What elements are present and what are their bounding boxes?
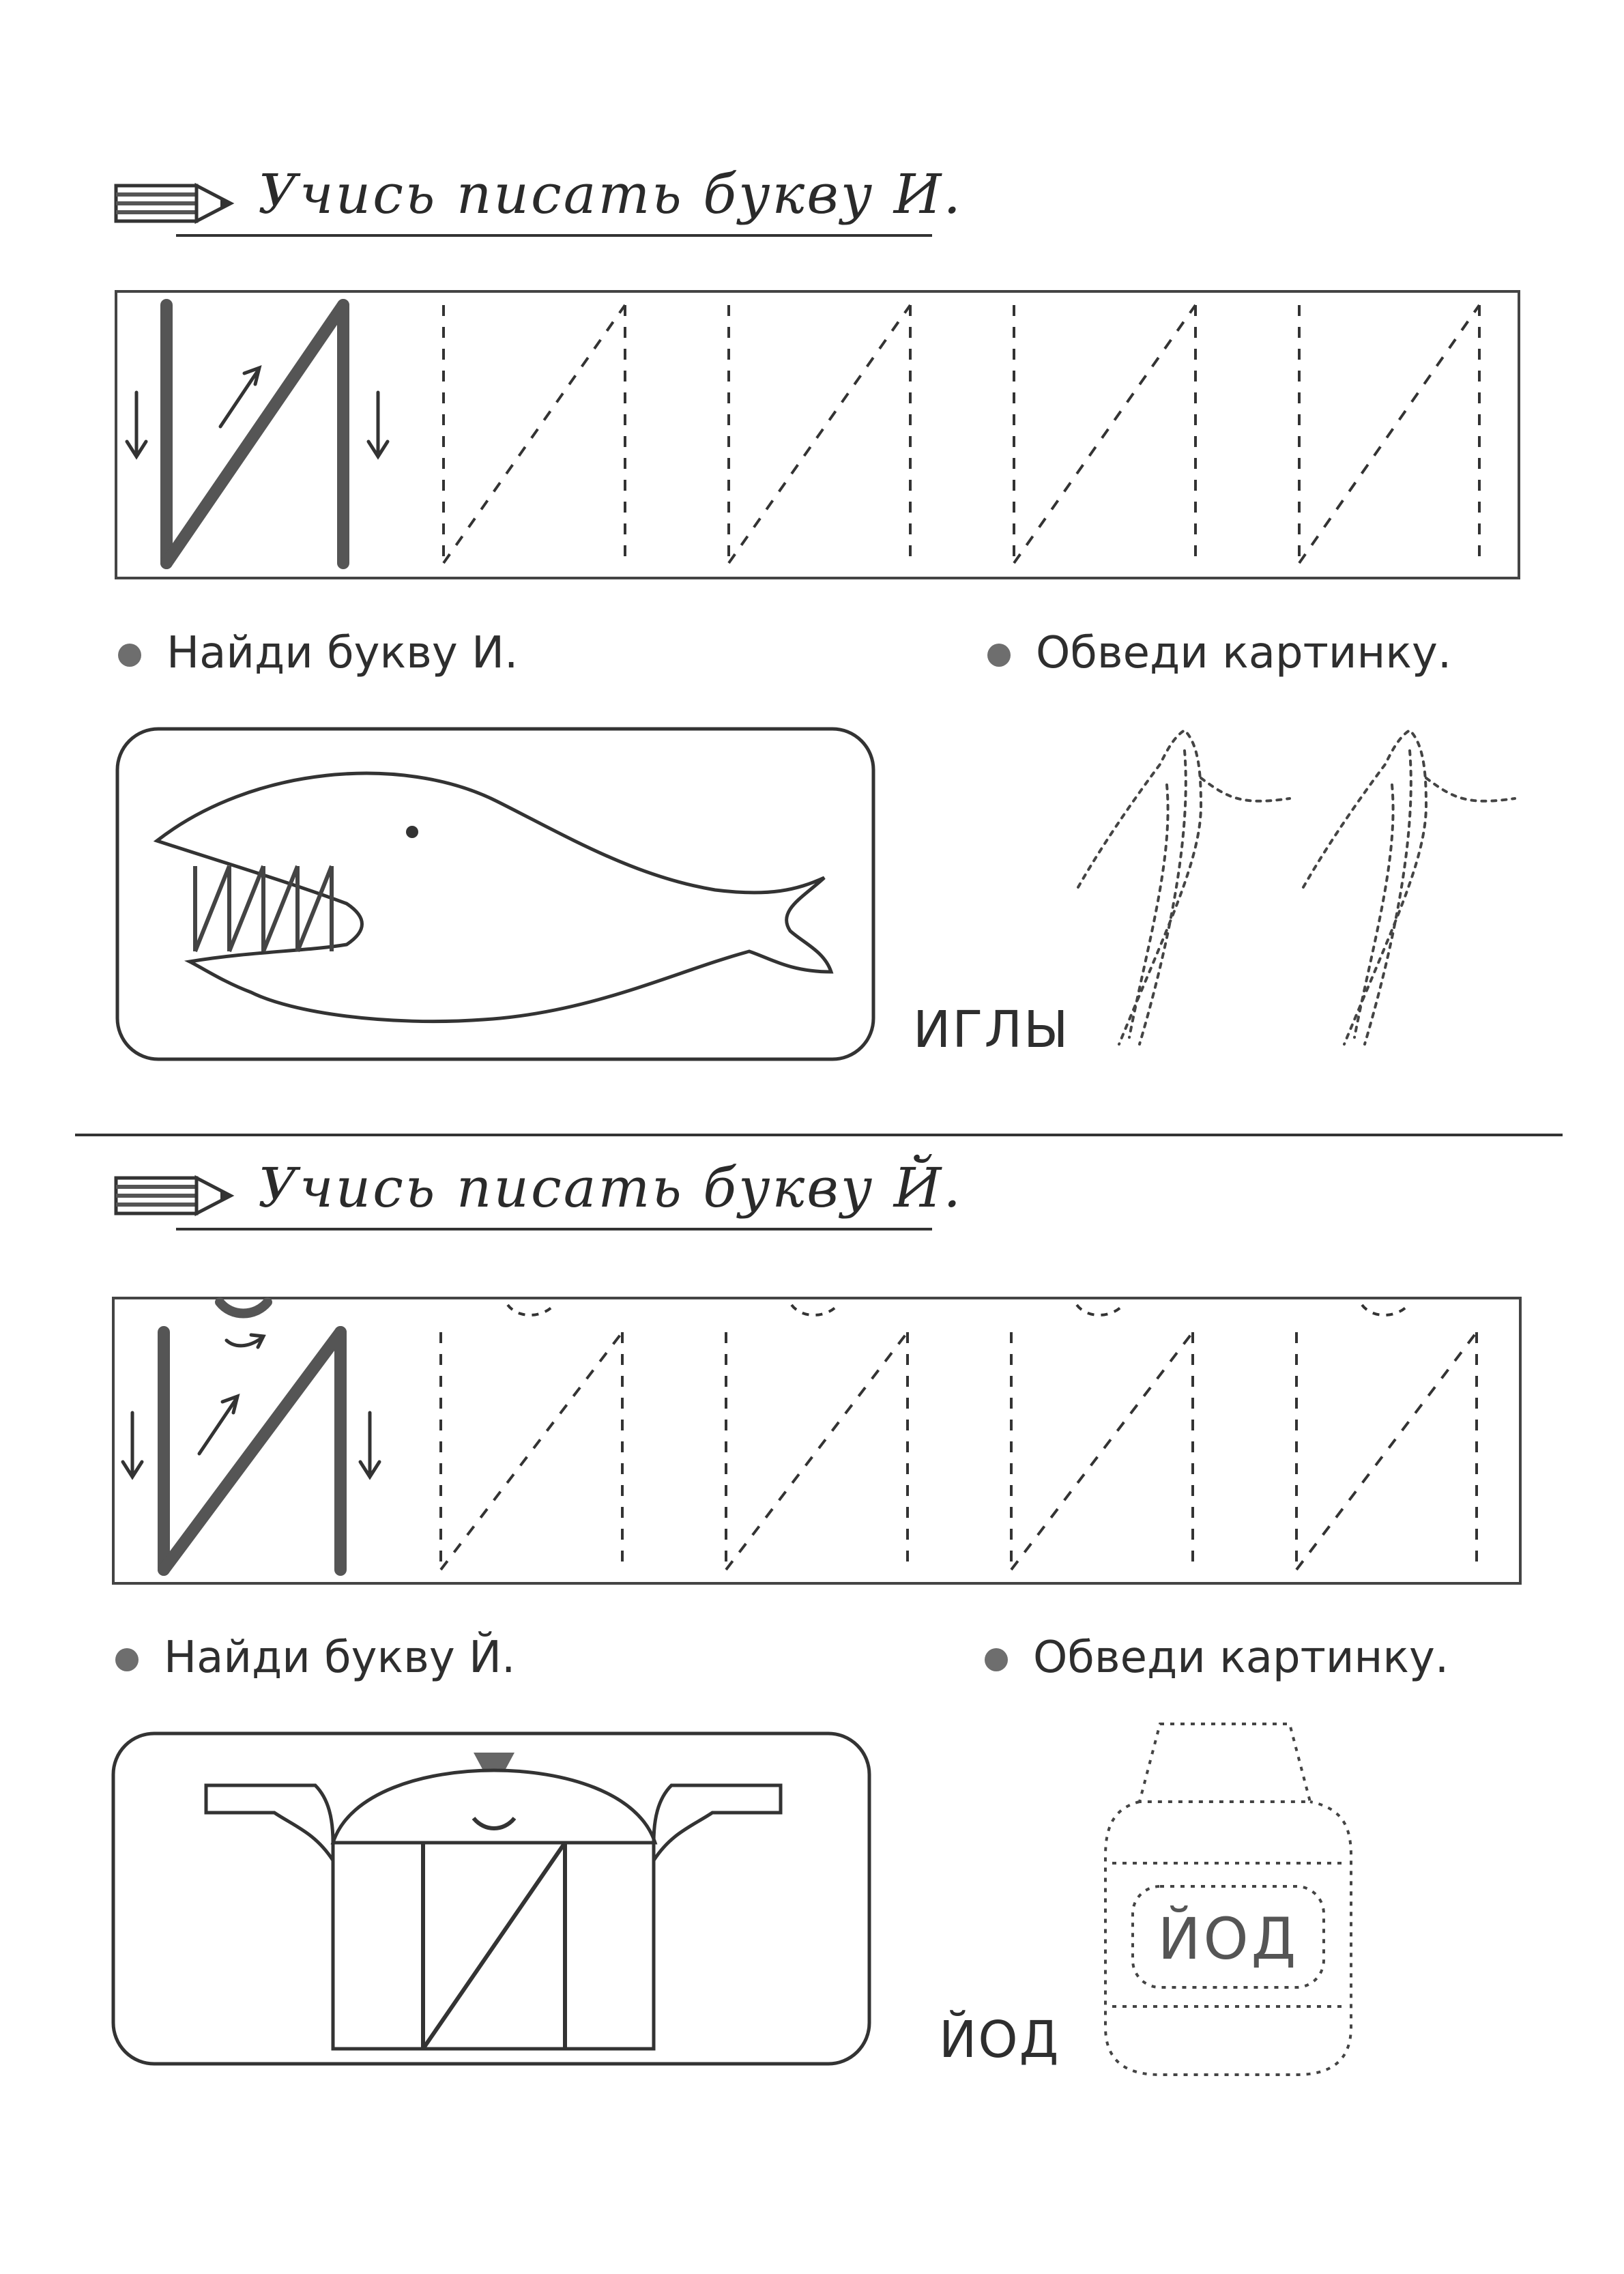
section-i-heading: Учись писать букву И. [258,162,963,226]
dotted-needles-picture [1077,728,1516,1046]
find-letter-y-instruction: Найди букву Й. [164,1632,516,1683]
bullet-dot-icon [118,644,141,667]
bullet-dot-icon [115,1648,139,1671]
writing-practice-box-i [115,290,1520,579]
dotted-iodine-bottle-picture: ЙОД [1104,1723,1352,2076]
pencil-icon [114,1175,235,1217]
trace-word-yod: ЙОД [939,2011,1060,2069]
bullet-dot-icon [985,1648,1008,1671]
trace-picture-instruction-i: Обведи картинку. [1036,628,1452,678]
whale-picture [115,727,875,1061]
writing-practice-box-y [112,1297,1522,1585]
section-y-heading: Учись писать букву Й. [258,1156,963,1220]
find-letter-i-instruction: Найди букву И. [166,628,519,678]
heading-underline [176,1228,932,1230]
heading-underline [176,234,932,237]
trace-word-igly: ИГЛЫ [913,1001,1070,1059]
pot-picture [111,1731,871,2066]
section-divider [75,1134,1563,1136]
pencil-icon [114,182,235,225]
bullet-dot-icon [987,644,1011,667]
bottle-label: ЙОД [1158,1905,1299,1972]
trace-picture-instruction-y: Обведи картинку. [1033,1632,1449,1683]
